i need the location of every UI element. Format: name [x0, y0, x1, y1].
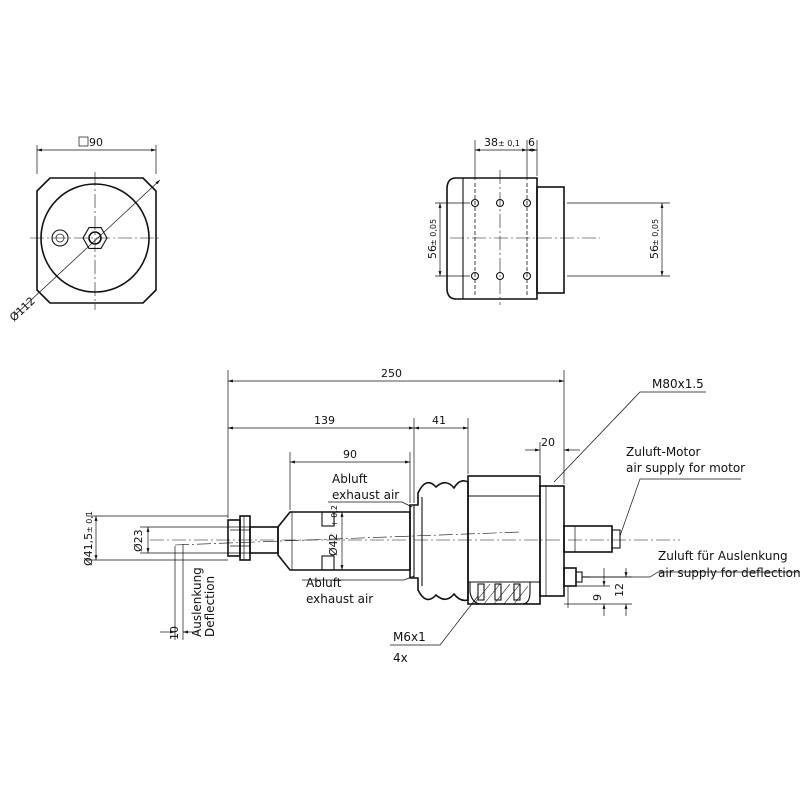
side-view-hole: [522, 198, 532, 208]
dim-23: Ø23: [132, 529, 145, 552]
dim-41: 41: [432, 414, 446, 427]
front-view-fitting-center: [82, 227, 108, 249]
exhaust-port: [321, 555, 335, 571]
square-symbol: [78, 136, 89, 147]
exhaust-top-label-en: exhaust air: [332, 488, 399, 502]
side-view-hole: [495, 198, 505, 208]
deflection-label-de: Auslenkung: [190, 567, 204, 637]
front-view-housing: [36, 177, 157, 304]
side-top-dim2: 6: [528, 136, 535, 149]
motor-fitting: [563, 525, 613, 553]
deflection-supply-label-de: Zuluft für Auslenkung: [658, 549, 788, 563]
exhaust-port: [321, 511, 335, 527]
dim-90: 90: [343, 448, 357, 461]
side-right-dim-tol: ± 0,05: [651, 219, 660, 246]
side-view-hole: [522, 271, 532, 281]
dim-20: 20: [541, 436, 555, 449]
dim-42-tol: + 0,2: [330, 505, 339, 527]
motor-supply-label-de: Zuluft-Motor: [626, 445, 701, 459]
dim-41-5-tol: ± 0,1: [85, 511, 94, 533]
bellows: [409, 480, 469, 602]
side-top-dim: 38: [484, 136, 498, 149]
dim-139: 139: [314, 414, 335, 427]
side-view-housing: [446, 177, 538, 300]
dim-9: 9: [591, 594, 604, 601]
side-left-dim: 56: [426, 245, 439, 259]
exhaust-bottom-label-de: Abluft: [306, 576, 342, 590]
thread-label: M80x1.5: [652, 377, 704, 391]
screw-count: 4x: [393, 651, 408, 665]
dim-42: Ø42: [327, 533, 340, 556]
front-view-fitting-left: [51, 229, 69, 247]
motor-supply-label-en: air supply for motor: [626, 461, 745, 475]
side-view-hole: [470, 271, 480, 281]
dim-10: 10: [168, 626, 181, 640]
deflection-label-en: Deflection: [203, 576, 217, 637]
deflection-supply-label-en: air supply for deflection: [658, 566, 800, 580]
spindle-body: [277, 511, 411, 571]
front-view: 90 Ø112: [7, 136, 161, 324]
shaft-tip: [227, 519, 241, 557]
side-view: 38 ± 0,1 6 56 ± 0,05 56 ± 0,05: [426, 136, 670, 305]
dim-250: 250: [381, 367, 402, 380]
dim-12: 12: [613, 583, 626, 597]
side-view-flange: [536, 186, 565, 294]
deflection-fitting: [563, 567, 577, 587]
screw-label: M6x1: [393, 630, 426, 644]
thread-ring: [539, 485, 565, 597]
exhaust-top-label-de: Abluft: [332, 472, 368, 486]
exhaust-bottom-label-en: exhaust air: [306, 592, 373, 606]
dim-41-5: Ø41,5: [82, 533, 95, 566]
side-view-hole: [470, 198, 480, 208]
front-diameter-dim: Ø112: [7, 294, 38, 324]
main-view: 250 139 41 90 20 Ø41,5 ± 0,1 Ø23 Ø42 + 0…: [82, 367, 800, 665]
side-view-hole: [495, 271, 505, 281]
side-top-dim-tol: ± 0,1: [498, 139, 520, 148]
hatched-section: [469, 582, 531, 605]
side-right-dim: 56: [648, 245, 661, 259]
front-square-dim: 90: [89, 136, 103, 149]
side-left-dim-tol: ± 0,05: [429, 219, 438, 246]
